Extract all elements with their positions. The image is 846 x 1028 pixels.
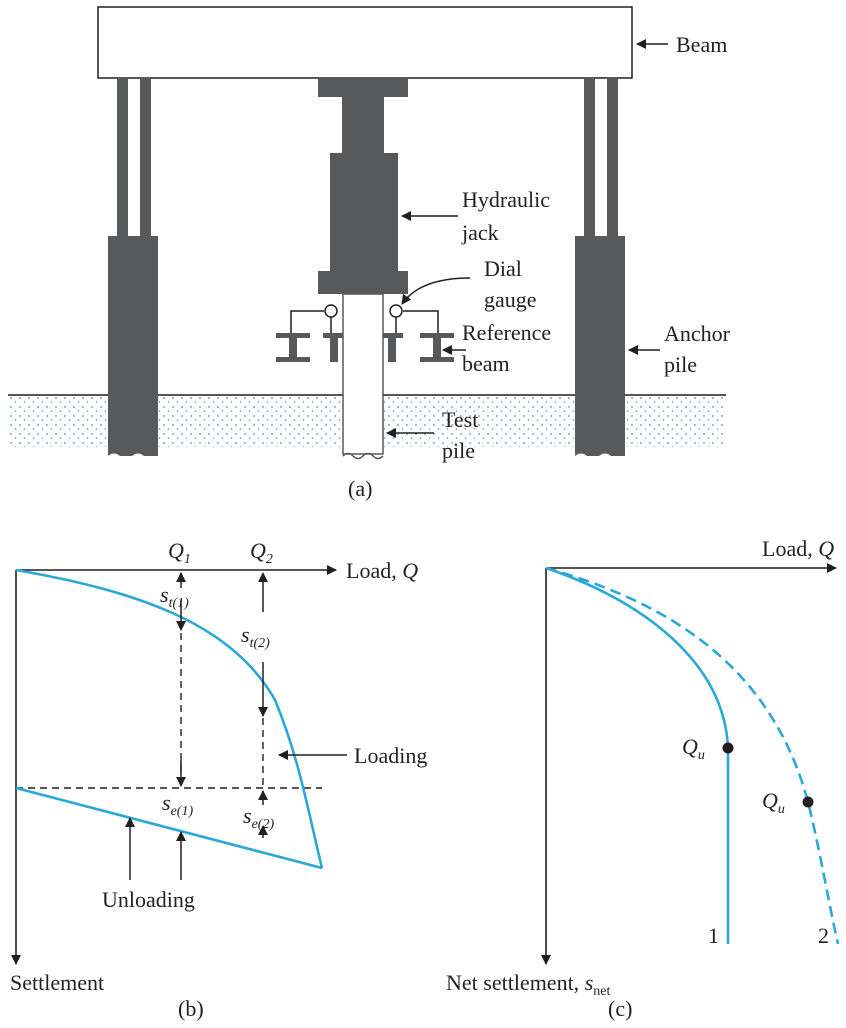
beam-label: Beam xyxy=(676,32,727,57)
reference-beam-label-line1: Reference xyxy=(462,320,551,345)
panel-c-caption: (c) xyxy=(608,996,632,1021)
panel-c-y-axis-label: Net settlement, snet xyxy=(446,970,610,999)
hydraulic-jack xyxy=(318,78,408,294)
anchor-pile-left xyxy=(108,78,158,462)
curve-2-label: 2 xyxy=(818,923,829,948)
test-pile xyxy=(342,293,384,460)
dial-gauge-label-line1: Dial xyxy=(484,256,522,281)
curve-2 xyxy=(545,566,840,945)
loading-label: Loading xyxy=(354,743,427,768)
panel-c-net-settlement: Load, Q Qu Qu 1 2 Net settlement, snet (… xyxy=(446,536,840,1021)
dial-gauge-leader-arrow xyxy=(401,277,471,305)
curve-1 xyxy=(545,566,730,944)
beam xyxy=(97,6,633,79)
panel-b-load-settlement: Q1 Q2 Load, Q st(1) st(2) Loading se(1) … xyxy=(10,538,427,1021)
qu-label-2: Qu xyxy=(762,788,785,817)
qu-point-1 xyxy=(722,742,734,754)
st1-label: st(1) xyxy=(160,582,189,611)
anchor-pile-right xyxy=(575,78,625,462)
st2-label: st(2) xyxy=(241,622,270,651)
panel-b-unloading-curve xyxy=(15,786,323,870)
hydraulic-jack-label-line2: jack xyxy=(461,220,499,245)
dial-gauge-right xyxy=(389,304,439,333)
curve-1-label: 1 xyxy=(708,923,719,948)
q2-label: Q2 xyxy=(250,538,273,567)
reference-beam-label-line2: beam xyxy=(462,351,510,376)
hydraulic-jack-label-line1: Hydraulic xyxy=(462,187,550,212)
panel-b-x-axis-label: Load, Q xyxy=(346,558,418,583)
panel-c-x-axis-label: Load, Q xyxy=(762,536,834,561)
dial-gauge-label-line2: gauge xyxy=(484,287,537,312)
anchor-pile-label-line1: Anchor xyxy=(664,321,731,346)
reference-beam xyxy=(276,333,454,362)
se1-label: se(1) xyxy=(162,790,193,819)
test-pile-label-line1: Test xyxy=(442,407,478,432)
anchor-pile-label-line2: pile xyxy=(664,352,697,377)
panel-a-test-setup: Beam Hydraulic jack Dial gauge Reference… xyxy=(8,6,731,501)
panel-b-caption: (b) xyxy=(178,996,204,1021)
panel-b-y-axis-label: Settlement xyxy=(10,970,104,995)
qu-point-2 xyxy=(802,796,814,808)
dial-gauge-left xyxy=(290,304,338,333)
panel-b-loading-curve xyxy=(15,568,324,869)
panel-a-caption: (a) xyxy=(348,476,372,501)
test-pile-label-line2: pile xyxy=(442,438,475,463)
unloading-label: Unloading xyxy=(102,887,195,912)
qu-label-1: Qu xyxy=(682,734,705,763)
q1-label: Q1 xyxy=(168,538,191,567)
se2-label: se(2) xyxy=(243,803,274,832)
